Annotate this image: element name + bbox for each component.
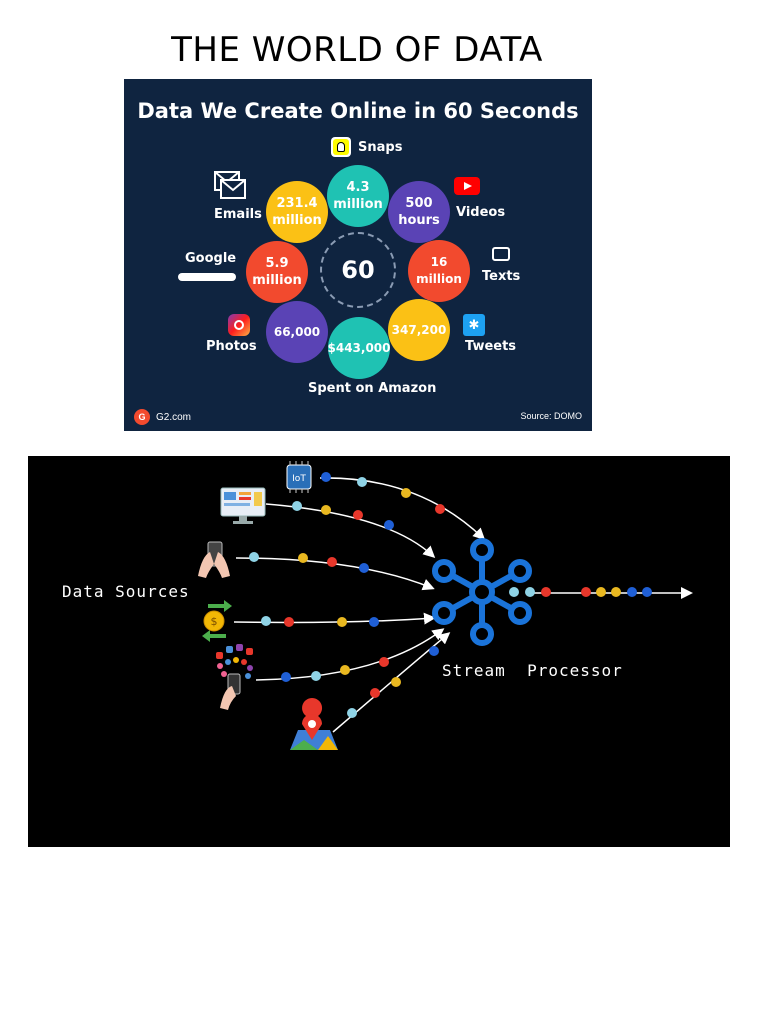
map-pin-icon <box>290 698 338 750</box>
phone-hands-icon <box>198 541 230 578</box>
amazon-bubble: $443,000 <box>328 317 391 379</box>
snapchat-icon <box>331 137 351 157</box>
tweets-bubble: 347,200 <box>388 299 450 361</box>
iot-label: IoT <box>292 474 306 484</box>
snaps-label: Snaps <box>358 140 403 155</box>
social-phone-icon <box>216 644 253 710</box>
stream-diagram-svg: IoT $ <box>198 461 693 750</box>
twitter-icon: ✱ <box>463 314 485 336</box>
texts-bubble: 16 million <box>408 240 470 302</box>
data-dots <box>249 472 652 718</box>
data-60-seconds-infographic: Data We Create Online in 60 Seconds 60 4… <box>124 79 592 431</box>
footer-source-site: G G2.com <box>134 409 191 425</box>
stream-processor-label: Stream Processor <box>442 661 623 680</box>
stream-processor-icon <box>432 538 532 646</box>
emails-bubble: 231.4 million <box>266 181 328 243</box>
texts-label: Texts <box>482 269 521 284</box>
dashboard-monitor-icon <box>220 487 266 524</box>
footer-left-text: G2.com <box>156 411 192 423</box>
photos-label: Photos <box>206 339 257 354</box>
arrow-phone <box>235 557 435 591</box>
footer-source: Source: DOMO <box>520 411 582 421</box>
videos-label: Videos <box>456 205 506 220</box>
money-exchange-icon: $ <box>202 600 232 642</box>
svg-text:$: $ <box>211 615 218 628</box>
stream-processing-diagram: IoT $ <box>28 456 730 847</box>
infographic-title: Data We Create Online in 60 Seconds <box>137 99 579 123</box>
clock-center: 60 <box>320 232 396 308</box>
iot-chip-icon: IoT <box>286 461 312 493</box>
snaps-bubble: 4.3 million <box>327 165 389 227</box>
photos-bubble: 66,000 <box>266 301 328 363</box>
amazon-label: Spent on Amazon <box>308 381 437 396</box>
page-title: THE WORLD OF DATA <box>171 30 543 70</box>
data-sources-label: Data Sources <box>62 582 190 601</box>
search-bar-icon <box>178 273 236 281</box>
tweets-label: Tweets <box>465 339 517 354</box>
videos-bubble: 500 hours <box>388 181 450 243</box>
instagram-icon <box>228 314 250 336</box>
google-label: Google <box>185 251 237 266</box>
arrow-dashboard <box>265 503 436 559</box>
google-bubble: 5.9 million <box>246 241 308 303</box>
email-envelope-icon <box>214 171 246 201</box>
arrow-iot <box>319 477 486 541</box>
g2-logo-icon: G <box>134 409 150 425</box>
youtube-icon <box>454 177 480 195</box>
text-message-icon <box>492 247 510 261</box>
emails-label: Emails <box>214 207 262 222</box>
